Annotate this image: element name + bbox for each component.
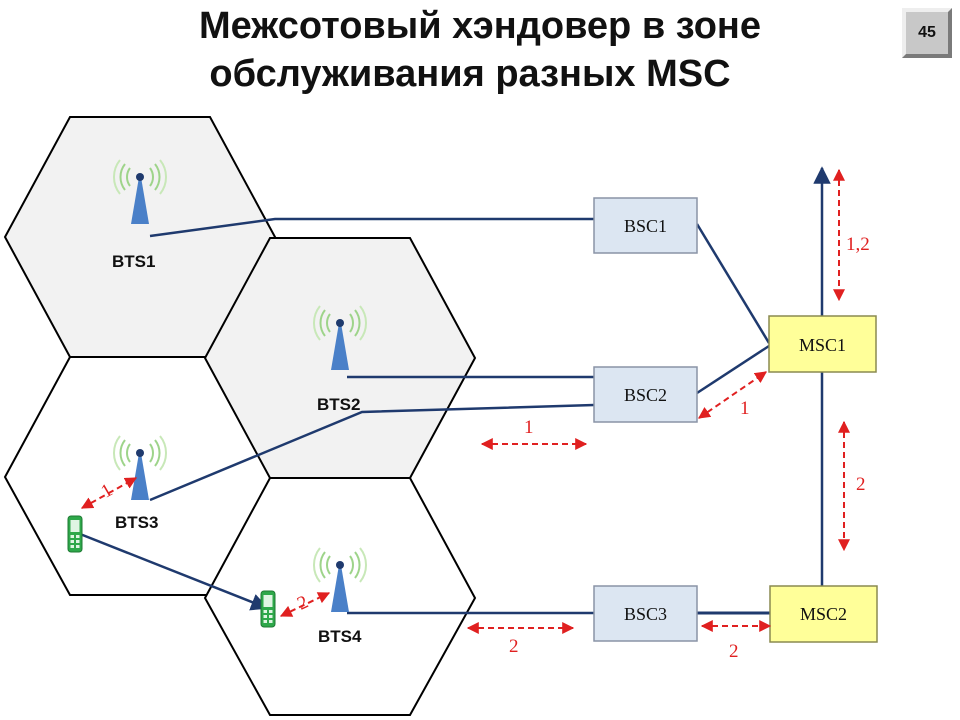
label-bsc2-msc1: 1 [740, 398, 750, 419]
link-bts3-bsc2 [149, 403, 595, 502]
msc1-node: MSC1 [768, 315, 877, 373]
msc1-label: MSC1 [799, 335, 846, 355]
msc2-node: MSC2 [769, 585, 878, 643]
bts3-label: BTS3 [115, 513, 158, 532]
signal-arrow-phone-bts3 [80, 477, 138, 509]
link-phone-handover [74, 530, 269, 611]
network-links [74, 166, 831, 615]
mobile-phone-old-icon [67, 515, 83, 553]
label-bts2-bsc2: 1 [524, 417, 534, 438]
title-line-2: обслуживания разных MSC [209, 53, 731, 95]
page-title: Межсотовый хэндовер в зоне обслуживания … [0, 2, 960, 98]
bsc2-node: BSC2 [593, 366, 698, 423]
label-bsc3-msc2: 2 [729, 641, 739, 662]
label-msc1-up: 1,2 [846, 234, 870, 255]
bsc3-node: BSC3 [593, 585, 698, 642]
page-number-badge: 45 [902, 8, 952, 58]
msc2-label: MSC2 [800, 604, 847, 624]
label-msc1-msc2: 2 [856, 474, 866, 495]
bsc2-label: BSC2 [624, 385, 667, 405]
bsc1-label: BSC1 [624, 216, 667, 236]
mobile-phone-new-icon [260, 590, 276, 628]
link-bts1-bsc1 [149, 217, 594, 238]
title-line-1: Межсотовый хэндовер в зоне [198, 5, 761, 47]
link-bsc2-msc1 [696, 344, 770, 395]
bsc1-node: BSC1 [593, 197, 698, 254]
bts2-label: BTS2 [317, 395, 360, 414]
bts1-label: BTS1 [112, 252, 155, 271]
bts4-label: BTS4 [318, 627, 362, 646]
signal-arrow-phone-bts4 [279, 592, 331, 617]
signaling-arrows [80, 168, 850, 634]
signal-arrow-bsc2-msc1 [698, 371, 767, 419]
bsc3-label: BSC3 [624, 604, 667, 624]
link-bsc1-msc1 [695, 223, 771, 344]
label-bts4-bsc3: 2 [509, 636, 519, 657]
